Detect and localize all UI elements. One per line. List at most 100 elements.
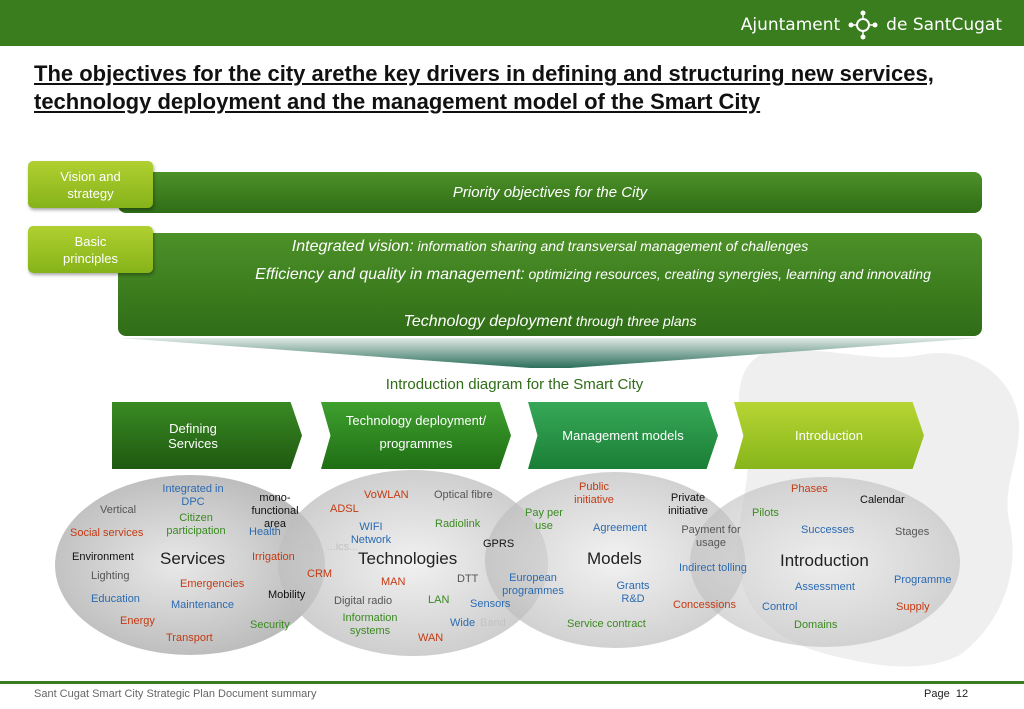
word-man: MAN — [381, 576, 406, 588]
word-public-initiative: Public initiative — [574, 481, 614, 506]
word-lighting: Lighting — [91, 570, 130, 582]
word-integrated-dpc: Integrated in DPC — [162, 483, 224, 508]
word-band: Band — [480, 617, 506, 629]
services-ellipse — [55, 475, 325, 655]
word-security: Security — [250, 619, 290, 631]
word-irrigation: Irrigation — [252, 551, 295, 563]
word-programme: Programme — [894, 574, 952, 586]
word-digital-radio: Digital radio — [334, 595, 393, 607]
chevron-management-models: Management models — [528, 402, 718, 469]
principle-3-lead: Technology deployment — [403, 313, 572, 330]
word-phases: Phases — [791, 483, 828, 495]
word-dtt: DTT — [457, 573, 479, 585]
word-transport: Transport — [166, 632, 213, 644]
word-service-contract: Service contract — [567, 618, 646, 630]
word-optical-fibre: Optical fibre — [434, 489, 493, 501]
word-citizen-participation: Citizen participation — [166, 512, 226, 537]
chevron-2-label-b: programmes — [379, 435, 453, 451]
word-pilots: Pilots — [752, 507, 779, 519]
footer-divider — [0, 681, 1024, 684]
word-calendar: Calendar — [860, 494, 905, 506]
chevron-defining-services: Defining Services — [112, 402, 302, 469]
circle-label-technologies: Technologies — [358, 549, 458, 568]
circle-label-models: Models — [587, 549, 642, 568]
brand-logo: Ajuntament de SantCugat — [741, 10, 1002, 40]
word-environment: Environment — [72, 551, 134, 563]
word-concessions: Concessions — [673, 599, 736, 611]
principle-efficiency: Efficiency and quality in management: op… — [213, 264, 973, 285]
chevron-4-label: Introduction — [795, 428, 863, 443]
basic-principles-bar: Integrated vision: information sharing a… — [118, 233, 982, 336]
principle-3-text: through three plans — [571, 313, 697, 329]
priority-objectives-bar: Priority objectives for the City — [118, 172, 982, 213]
principle-1-lead: Integrated vision: — [291, 238, 414, 255]
circle-label-introduction: Introduction — [780, 551, 869, 570]
word-private-initiative: Private initiative — [668, 492, 708, 517]
venn-ellipses — [55, 470, 960, 656]
word-faint-overlap: Inte... ...ics... — [296, 541, 359, 553]
word-mobility: Mobility — [268, 589, 306, 601]
word-education: Education — [91, 593, 140, 605]
word-adsl: ADSL — [330, 503, 359, 515]
footer-document-title: Sant Cugat Smart City Strategic Plan Doc… — [34, 688, 317, 700]
word-energy: Energy — [120, 615, 155, 627]
word-emergencies: Emergencies — [180, 578, 245, 590]
chevron-2-label-a: Technology deployment/ — [345, 412, 487, 428]
word-wifi-network: WIFI Network — [350, 521, 392, 546]
models-ellipse — [485, 472, 745, 648]
chevron-introduction: Introduction — [734, 402, 924, 469]
basic-principles-label: Basic principles — [63, 233, 118, 266]
word-maintenance: Maintenance — [171, 599, 234, 611]
diagram-title: Introduction diagram for the Smart City — [385, 376, 644, 393]
word-vowlan: VoWLAN — [364, 489, 409, 501]
technologies-ellipse — [278, 470, 548, 656]
word-wan: WAN — [418, 632, 444, 644]
chevron-technology-deployment: Technology deployment/ programmes — [321, 402, 511, 469]
word-agreement: Agreement — [593, 522, 647, 534]
word-payment-for-usage: Payment for usage — [681, 524, 741, 549]
principle-2-text: optimizing resources, creating synergies… — [524, 266, 931, 282]
page-number: 12 — [955, 688, 969, 700]
slide-title: The objectives for the city arethe key d… — [34, 61, 934, 114]
introduction-ellipse — [690, 477, 960, 647]
word-indirect-tolling: Indirect tolling — [679, 562, 747, 574]
word-vertical: Vertical — [100, 504, 137, 516]
principle-1-text: information sharing and transversal mana… — [413, 238, 809, 254]
word-wide: Wide — [450, 617, 476, 629]
chevron-3-label: Management models — [562, 428, 684, 443]
principle-2-lead: Efficiency and quality in management: — [255, 266, 525, 283]
word-stages: Stages — [895, 526, 930, 538]
word-crm: CRM — [307, 568, 333, 580]
word-gprs: GPRS — [483, 538, 515, 550]
circle-label-services: Services — [160, 549, 226, 568]
word-grants-rd: Grants R&D — [616, 580, 650, 605]
brand-right-text: de SantCugat — [886, 15, 1002, 35]
word-social-services: Social services — [70, 527, 144, 539]
word-assessment: Assessment — [795, 581, 855, 593]
word-control: Control — [762, 601, 798, 613]
word-domains: Domains — [794, 619, 838, 631]
word-mono-functional: mono-functional area — [251, 492, 299, 530]
word-supply: Supply — [896, 601, 930, 613]
word-health: Health — [249, 526, 281, 538]
principle-integrated-vision: Integrated vision: information sharing a… — [118, 238, 982, 256]
footer-page-number: Page 12 — [924, 688, 968, 700]
funnel-arrow — [120, 338, 980, 368]
word-sensors: Sensors — [470, 598, 511, 610]
word-european-programmes: European programmes — [502, 572, 564, 597]
word-pay-per-use: Pay per use — [525, 507, 563, 532]
vision-strategy-label: Vision and strategy — [60, 168, 121, 201]
word-lan: LAN — [428, 594, 450, 606]
vision-strategy-tag: Vision and strategy — [28, 161, 153, 208]
city-emblem-icon — [848, 10, 878, 40]
priority-objectives-text: Priority objectives for the City — [452, 184, 648, 201]
basic-principles-tag: Basic principles — [28, 226, 153, 273]
page-label: Page — [924, 688, 950, 700]
principle-technology: Technology deployment through three plan… — [118, 313, 982, 331]
word-radiolink: Radiolink — [435, 518, 481, 530]
word-information-systems: Information systems — [342, 612, 398, 637]
brand-left-text: Ajuntament — [740, 15, 841, 35]
chevron-1-label: Defining Services — [168, 420, 218, 451]
header-bar — [0, 0, 1024, 46]
word-successes: Successes — [801, 524, 855, 536]
